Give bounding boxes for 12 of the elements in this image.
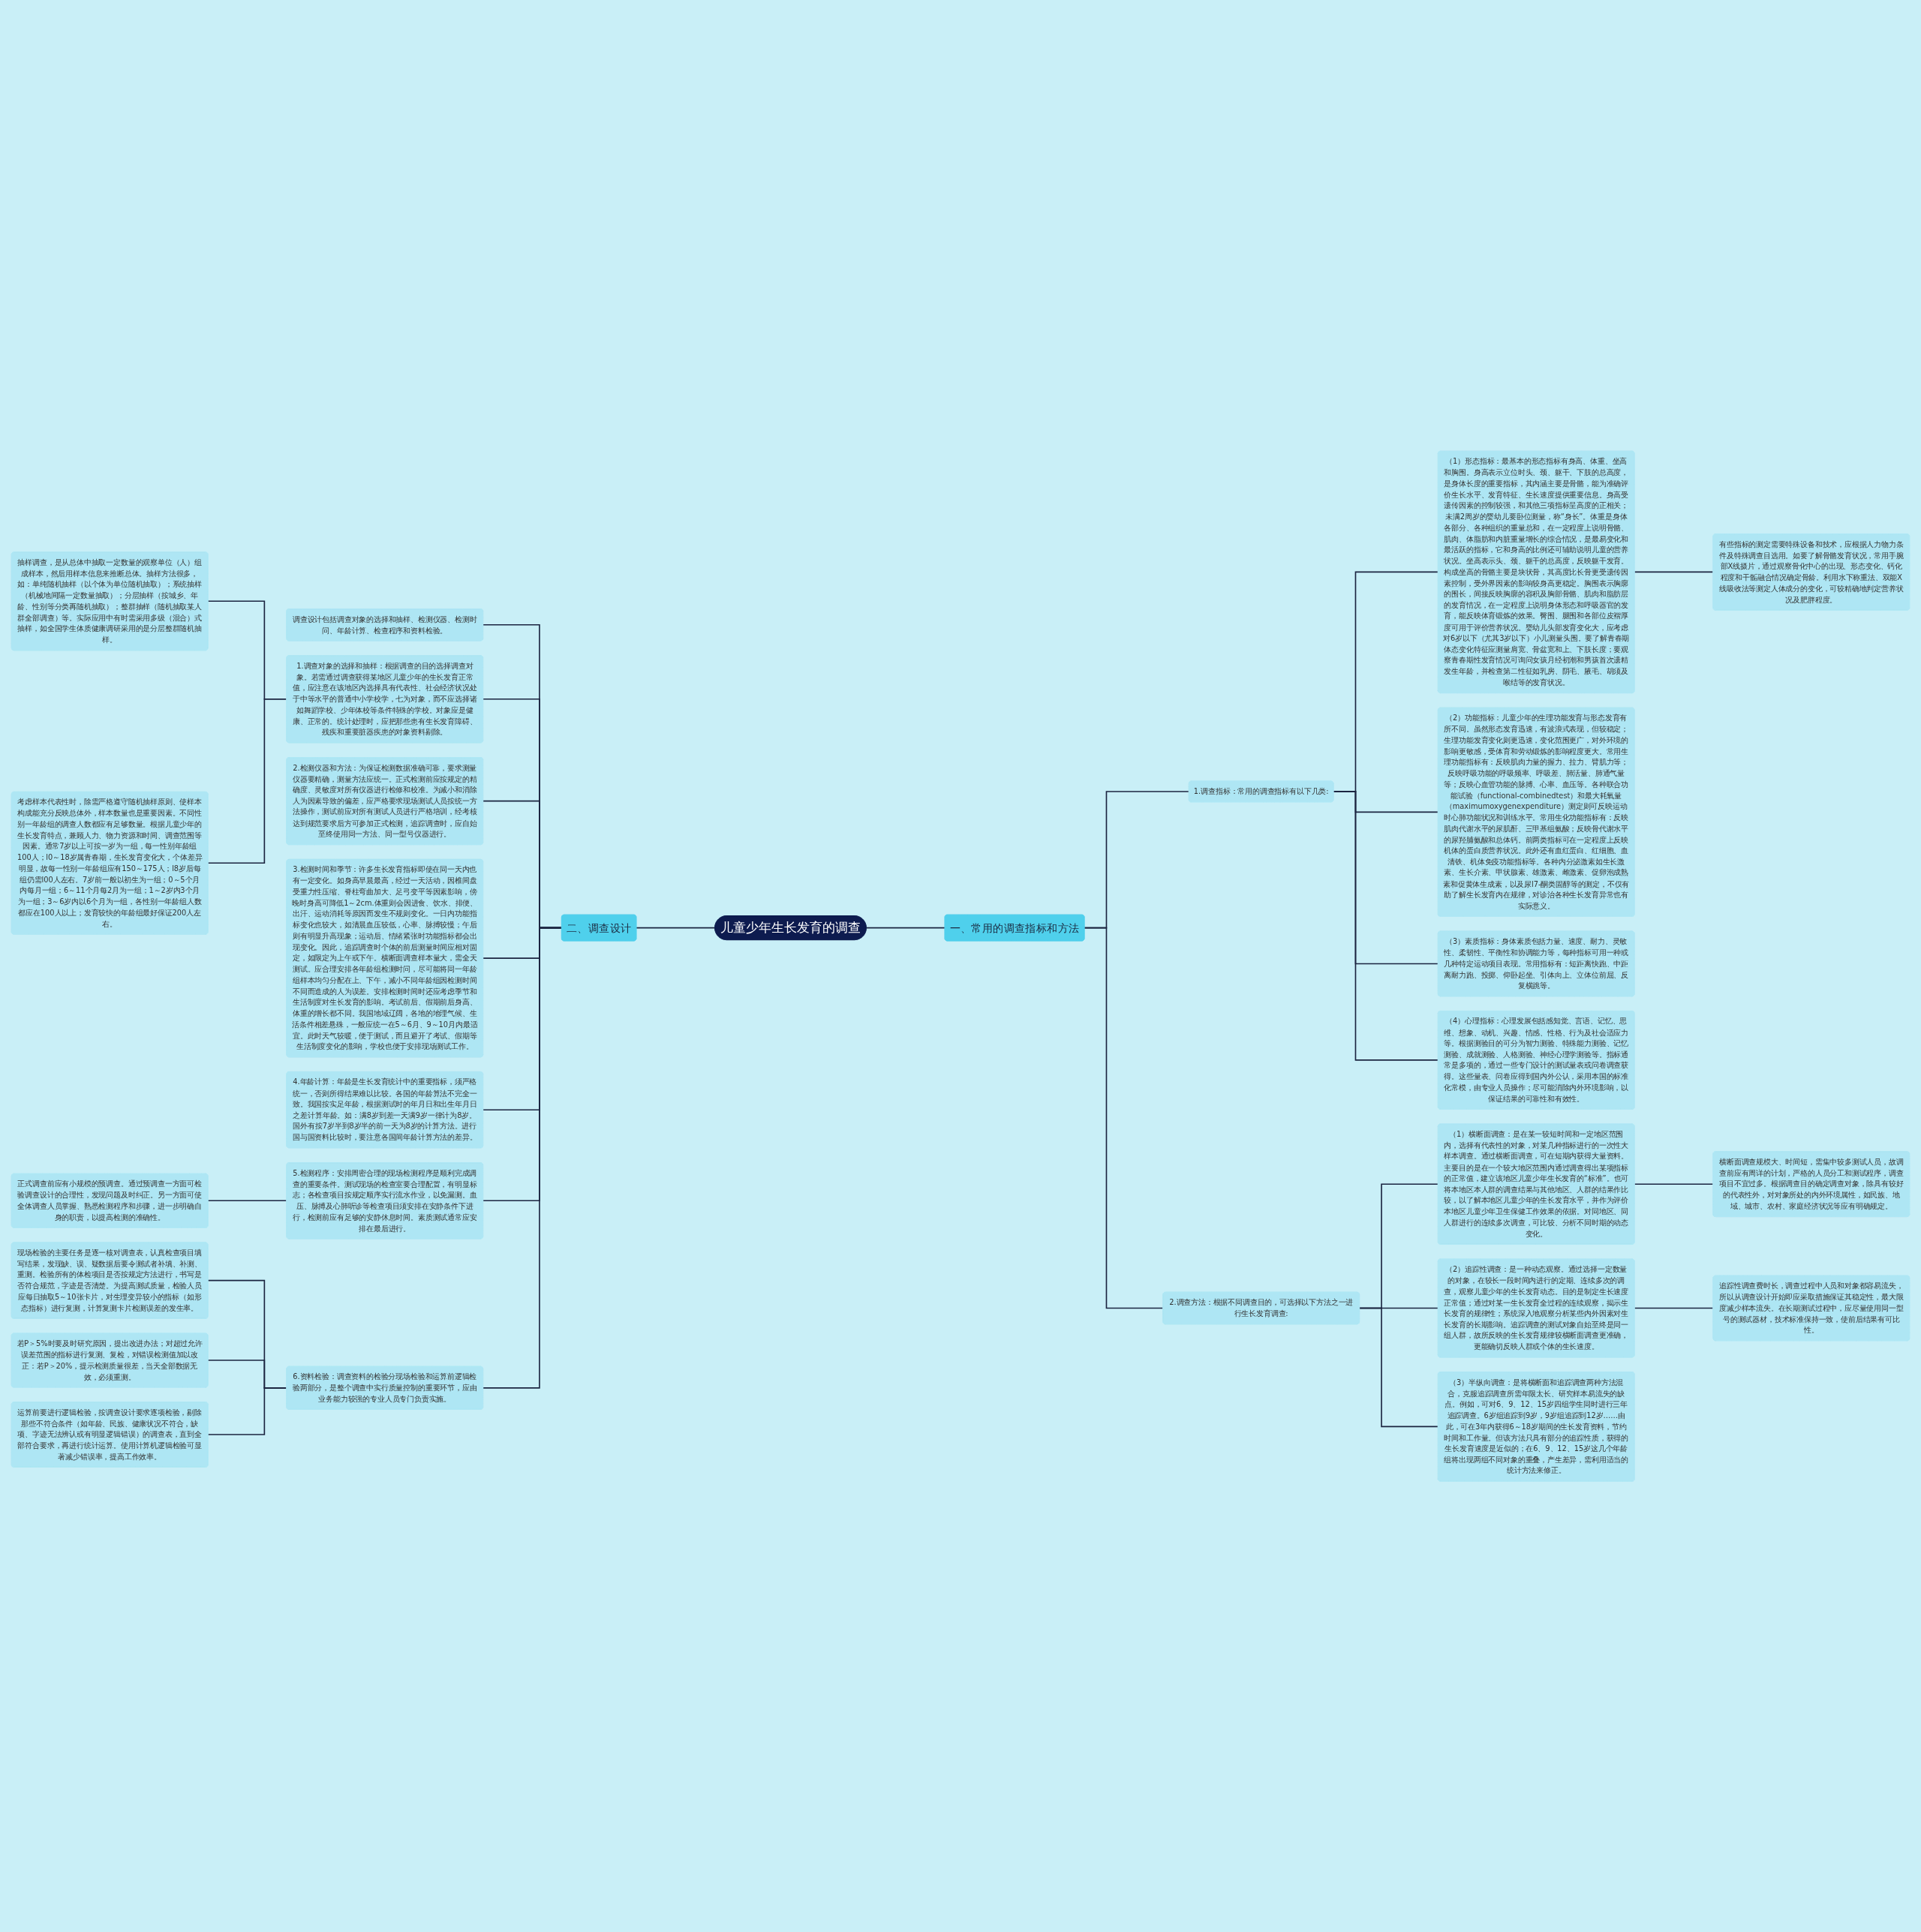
connector	[1358, 1307, 1439, 1427]
connector	[636, 927, 716, 929]
connector	[1634, 1183, 1714, 1185]
connector	[1084, 927, 1164, 1309]
connector	[207, 1200, 287, 1201]
connector	[1634, 571, 1714, 572]
connector	[865, 927, 945, 929]
connector	[1333, 790, 1439, 1061]
connector	[207, 1387, 287, 1435]
connector	[482, 927, 563, 1389]
connector	[207, 698, 287, 864]
connector	[1634, 1307, 1714, 1309]
